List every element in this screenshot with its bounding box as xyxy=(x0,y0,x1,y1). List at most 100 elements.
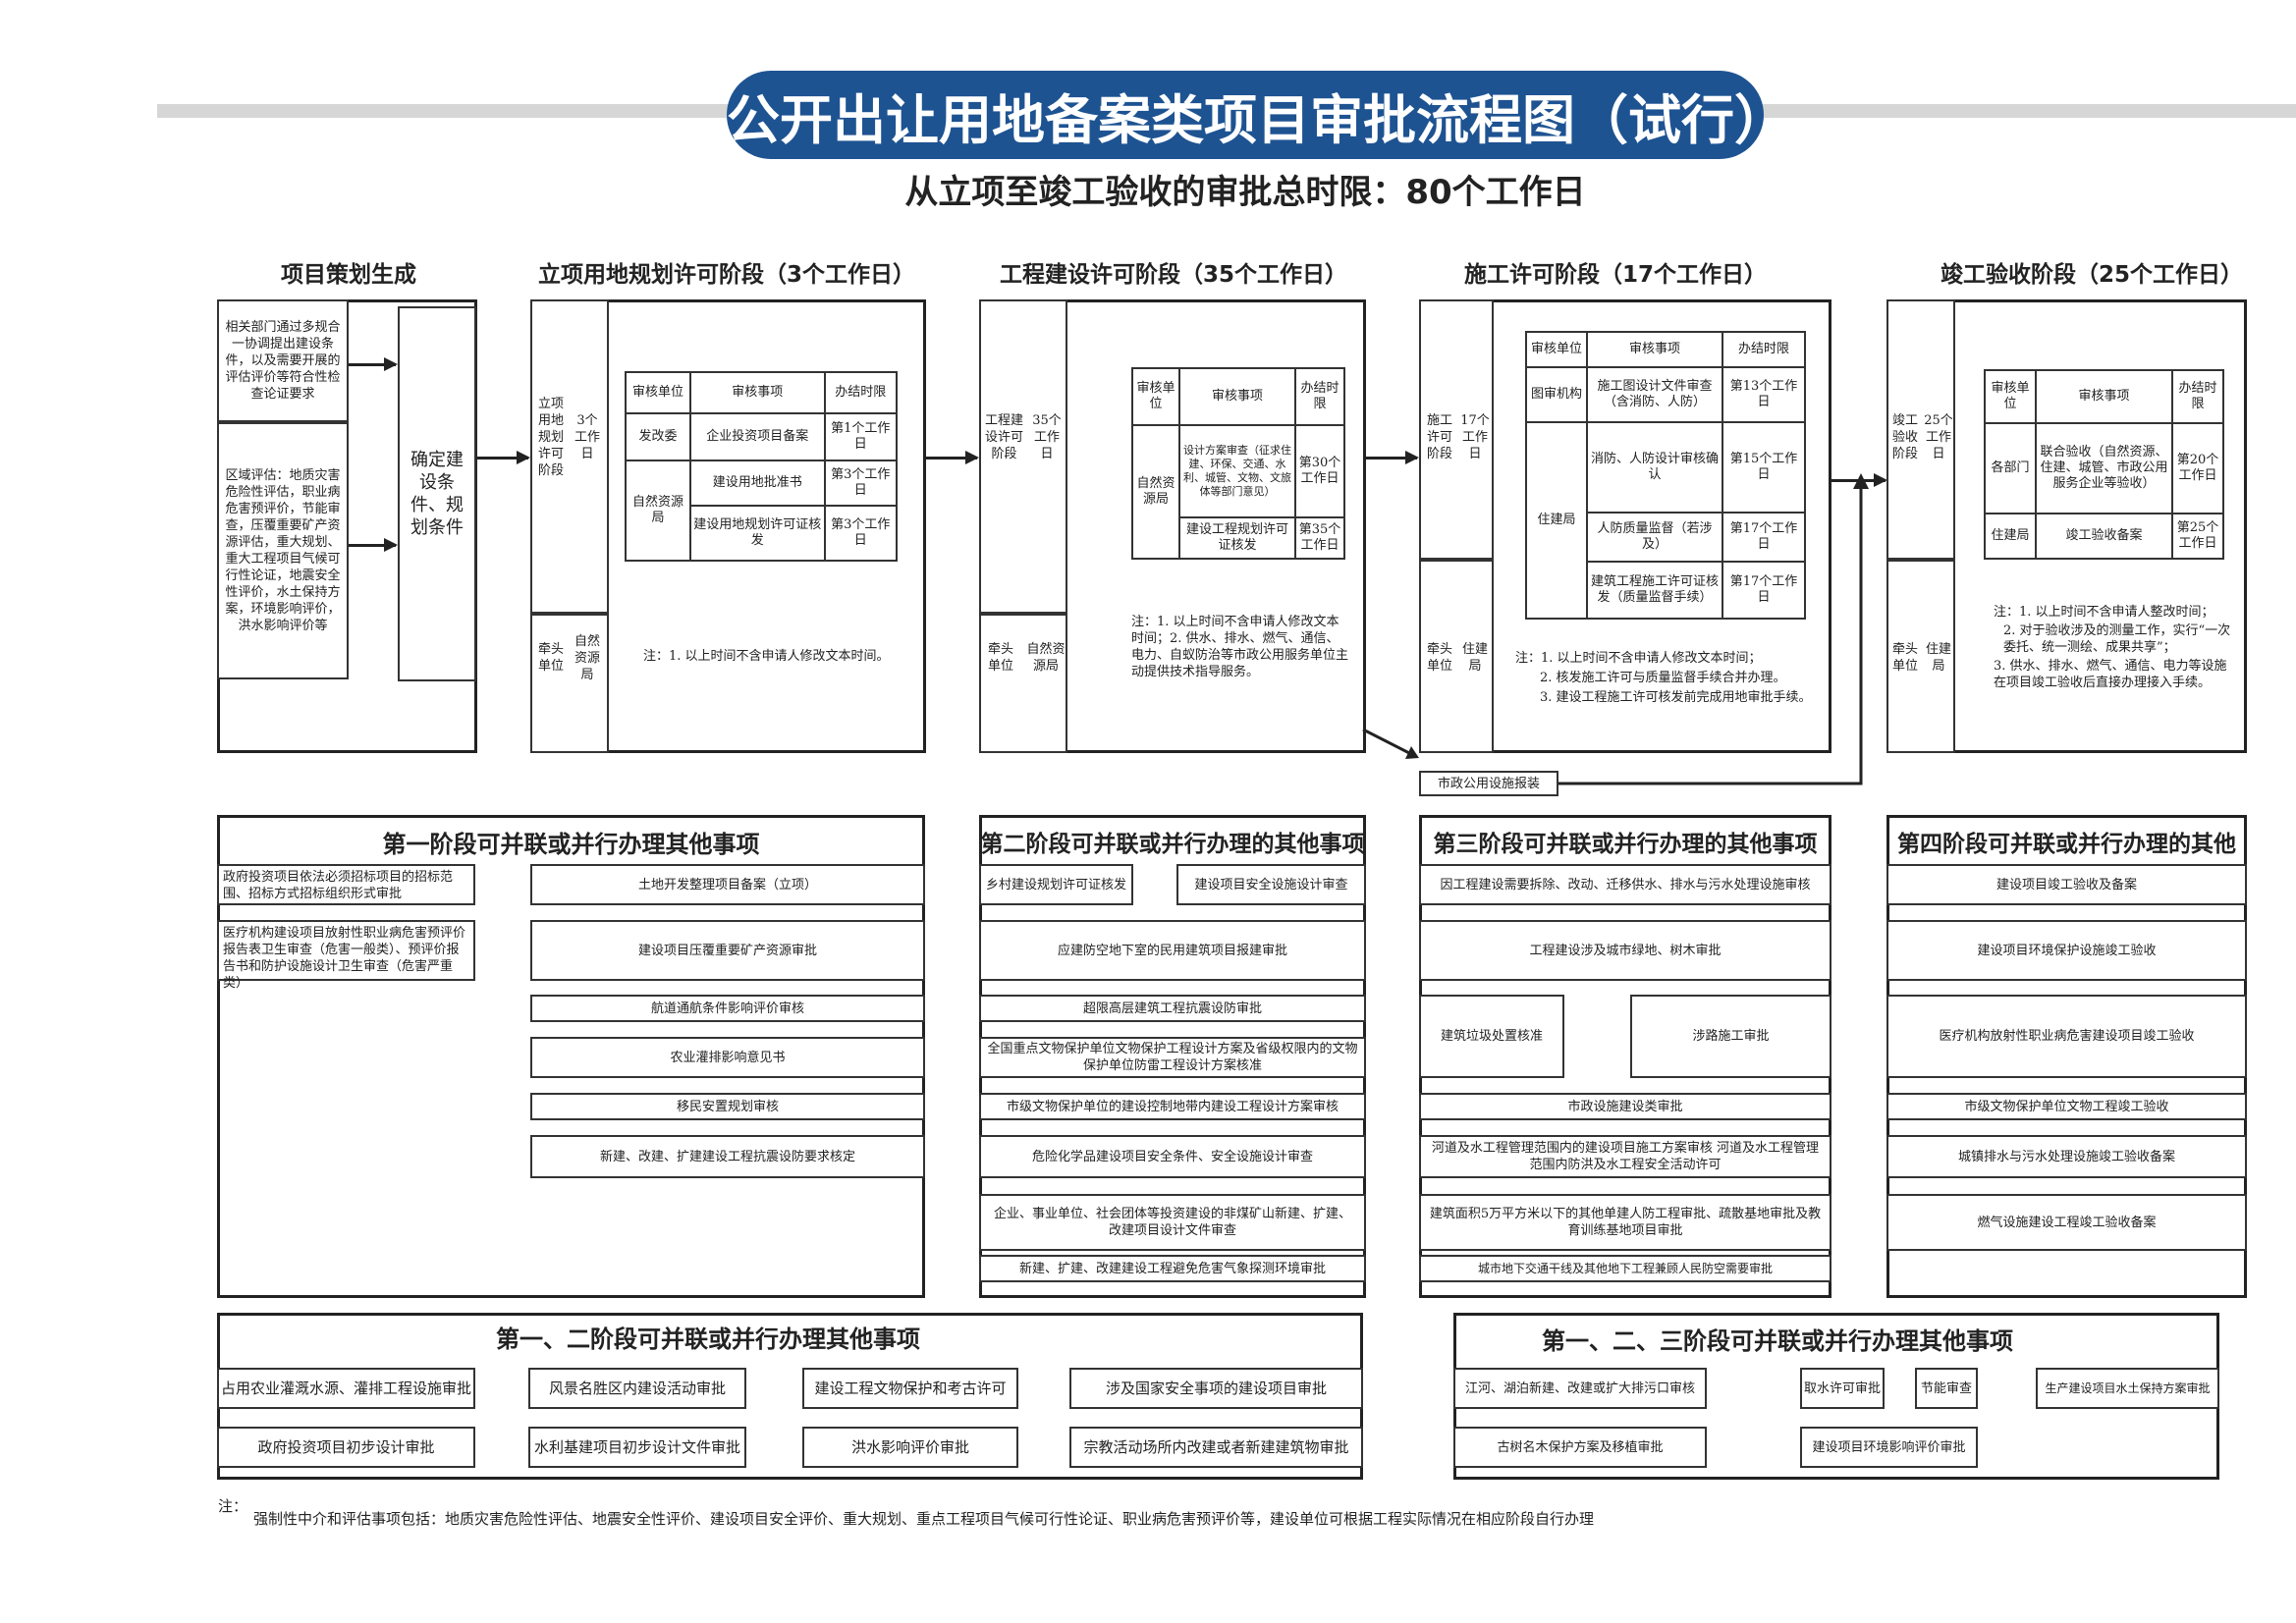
stage4-lead: 住建局 xyxy=(1925,642,1951,674)
th-unit: 审核单位 xyxy=(1525,331,1588,368)
cell-item: 建设用地批准书 xyxy=(689,460,826,507)
stage1-days: 3个工作日 xyxy=(574,412,600,461)
stage1-left-upper xyxy=(530,299,609,614)
parallel3-item: 市政设施建设类审批 xyxy=(1419,1093,1831,1120)
parallel3-item: 因工程建设需要拆除、改动、迁移供水、排水与污水处理设施审核 xyxy=(1419,864,1831,905)
th-unit: 审核单位 xyxy=(1984,369,2037,424)
parallel2-item: 应建防空地下室的民用建筑项目报建审批 xyxy=(979,920,1366,981)
stage2-lead-label: 牵头单位 xyxy=(987,642,1013,674)
parallel3-item: 工程建设涉及城市绿地、树木审批 xyxy=(1419,920,1831,981)
th-unit: 审核单位 xyxy=(625,371,691,414)
th-time: 办结时限 xyxy=(823,371,898,414)
parallel12-item: 建设工程文物保护和考古许可 xyxy=(802,1368,1018,1409)
th-unit: 审核单位 xyxy=(1131,367,1180,426)
parallel12-item: 占用农业灌溉水源、灌排工程设施审批 xyxy=(217,1368,475,1409)
arrow-s2-s3 xyxy=(1366,451,1419,464)
th-item: 审核事项 xyxy=(1178,367,1296,426)
parallel3-item: 涉路施工审批 xyxy=(1630,995,1831,1078)
stage1-lead-label: 牵头单位 xyxy=(537,642,564,674)
parallel3-item: 建筑垃圾处置核准 xyxy=(1419,995,1564,1078)
th-item: 审核事项 xyxy=(1586,331,1723,368)
parallel123-item: 取水许可审批 xyxy=(1800,1368,1885,1409)
th-time: 办结时限 xyxy=(2171,369,2224,424)
stage3-days: 17个工作日 xyxy=(1460,412,1490,461)
parallel2-item: 建设项目安全设施设计审查 xyxy=(1176,864,1366,905)
cell-time: 第17个工作日 xyxy=(1722,512,1806,563)
cell-time: 第13个工作日 xyxy=(1722,366,1806,423)
parallel3-item: 建筑面积5万平方米以下的其他单建人防工程审批、疏散基地审批及教育训练基地项目审批 xyxy=(1419,1194,1831,1251)
parallel123-item: 古树名木保护方案及移植审批 xyxy=(1453,1427,1707,1468)
parallel1-item: 移民安置规划审核 xyxy=(530,1093,925,1120)
stage3-lead: 住建局 xyxy=(1461,642,1488,674)
th-item: 审核事项 xyxy=(2035,369,2173,424)
stage4-note-2: 2. 对于验收涉及的测量工作，实行“一次委托、统一测绘、成果共享”； xyxy=(2003,623,2231,655)
parallel123-item: 江河、湖泊新建、改建或扩大排污口审核 xyxy=(1453,1368,1707,1409)
parallel1-title: 第一阶段可并联或并行办理其他事项 xyxy=(382,831,760,858)
stage4-table: 审核单位审核事项办结时限 各部门联合验收（自然资源、住建、城管、市政公用服务企业… xyxy=(1984,369,2224,560)
cell-item: 企业投资项目备案 xyxy=(689,412,826,461)
stage4-left-lower xyxy=(1886,560,1955,753)
cell-unit: 自然资源局 xyxy=(1131,424,1180,560)
cell-item: 建筑工程施工许可证核发（质量监督手续） xyxy=(1586,561,1723,620)
cell-time: 第30个工作日 xyxy=(1294,424,1345,518)
parallel4-item: 燃气设施建设工程竣工验收备案 xyxy=(1886,1194,2247,1251)
cell-item: 消防、人防设计审核确认 xyxy=(1586,421,1723,514)
stage2-left-lower xyxy=(979,614,1067,753)
parallel12-item: 宗教活动场所内改建或者新建建筑物审批 xyxy=(1069,1427,1363,1468)
parallel1-item: 农业灌排影响意见书 xyxy=(530,1037,925,1078)
stage3-left-lower xyxy=(1419,560,1494,753)
cell-unit: 住建局 xyxy=(1525,421,1588,620)
stage3-stage-label: 施工许可阶段 xyxy=(1426,412,1452,461)
connector-utility-s4 xyxy=(1558,473,1869,785)
stage3-utility-box: 市政公用设施报装 xyxy=(1419,771,1558,796)
stage0-conditions-box: 相关部门通过多规合一协调提出建设条件，以及需要开展的评估评价等符合性检查论证要求 xyxy=(217,299,349,422)
parallel12-item: 洪水影响评价审批 xyxy=(802,1427,1018,1468)
footer-note: 强制性中介和评估事项包括：地质灾害危险性评估、地震安全性评价、建设项目安全评价、… xyxy=(253,1510,1595,1528)
stage2-table: 审核单位审核事项办结时限 自然资源局设计方案审查（征求住建、环保、交通、水利、城… xyxy=(1131,367,1345,560)
cell-unit: 自然资源局 xyxy=(625,460,691,562)
parallel2-item: 乡村建设规划许可证核发 xyxy=(979,864,1133,905)
parallel12-title: 第一、二阶段可并联或并行办理其他事项 xyxy=(496,1325,920,1353)
cell-item: 建设工程规划许可证核发 xyxy=(1178,516,1296,560)
stage0-result-box: 确定建设条件、规划条件 xyxy=(398,306,476,681)
cell-time: 第17个工作日 xyxy=(1722,561,1806,620)
stage0-regional-assessment-box: 区域评估：地质灾害危险性评估，职业病危害预评价，节能审查，压覆重要矿产资源评估，… xyxy=(217,422,349,679)
stage2-stage-label: 工程建设许可阶段 xyxy=(984,412,1023,461)
stage3-note-2: 2. 核发施工许可与质量监督手续合并办理。 xyxy=(1540,671,1786,685)
parallel12-item: 风景名胜区内建设活动审批 xyxy=(528,1368,746,1409)
parallel1-item: 航道通航条件影响评价审核 xyxy=(530,995,925,1022)
footer-label: 注： xyxy=(218,1497,248,1515)
parallel1-left-item: 政府投资项目依法必须招标项目的招标范围、招标方式招标组织形式审批 xyxy=(217,864,475,905)
stage4-stage-label: 竣工验收阶段 xyxy=(1891,412,1918,461)
cell-time: 第1个工作日 xyxy=(823,412,898,461)
parallel2-item: 市级文物保护单位的建设控制地带内建设工程设计方案审核 xyxy=(979,1093,1366,1120)
cell-item: 联合验收（自然资源、住建、城管、市政公用服务企业等验收） xyxy=(2035,422,2173,514)
parallel123-item: 建设项目环境影响评价审批 xyxy=(1800,1427,1978,1468)
stage1-table: 审核单位审核事项办结时限 发改委企业投资项目备案第1个工作日 自然资源局建设用地… xyxy=(625,371,898,562)
page-title: 公开出让用地备案类项目审批流程图（试行） xyxy=(727,71,1787,159)
parallel3-item: 城市地下交通干线及其他地下工程兼顾人民防空需要审批 xyxy=(1419,1255,1831,1282)
parallel1-item: 新建、改建、扩建建设工程抗震设防要求核定 xyxy=(530,1135,925,1178)
stage2-note: 注：1. 以上时间不含申请人修改文本时间；2. 供水、排水、燃气、通信、电力、自… xyxy=(1131,615,1349,679)
cell-item: 设计方案审查（征求住建、环保、交通、水利、城管、文物、文旅体等部门意见） xyxy=(1178,424,1296,518)
cell-time: 第25个工作日 xyxy=(2171,513,2224,560)
parallel4-item: 医疗机构放射性职业病危害建设项目竣工验收 xyxy=(1886,995,2247,1078)
parallel123-title: 第一、二、三阶段可并联或并行办理其他事项 xyxy=(1542,1327,2013,1355)
parallel12-item: 涉及国家安全事项的建设项目审批 xyxy=(1069,1368,1363,1409)
stage2-header: 工程建设许可阶段（35个工作日） xyxy=(999,262,1347,288)
stage1-stage-label: 立项用地规划许可阶段 xyxy=(537,396,564,478)
stage3-note-3: 3. 建设工程施工许可核发前完成用地审批手续。 xyxy=(1540,690,1812,705)
stage4-header: 竣工验收阶段（25个工作日） xyxy=(1940,262,2243,288)
cell-unit: 各部门 xyxy=(1984,422,2037,514)
cell-time: 第15个工作日 xyxy=(1722,421,1806,514)
stage4-left-upper xyxy=(1886,299,1955,560)
arrow-s3-s4 xyxy=(1831,473,1887,487)
stage1-left-lower xyxy=(530,614,609,753)
parallel4-item: 建设项目环境保护设施竣工验收 xyxy=(1886,920,2247,981)
arrow-s0-b xyxy=(349,538,398,552)
stage3-lead-label: 牵头单位 xyxy=(1426,642,1452,674)
parallel2-item: 企业、事业单位、社会团体等投资建设的非煤矿山新建、扩建、改建项目设计文件审查 xyxy=(979,1194,1366,1251)
cell-unit: 图审机构 xyxy=(1525,366,1588,423)
parallel4-item: 建设项目竣工验收及备案 xyxy=(1886,864,2247,905)
cell-time: 第35个工作日 xyxy=(1294,516,1345,560)
